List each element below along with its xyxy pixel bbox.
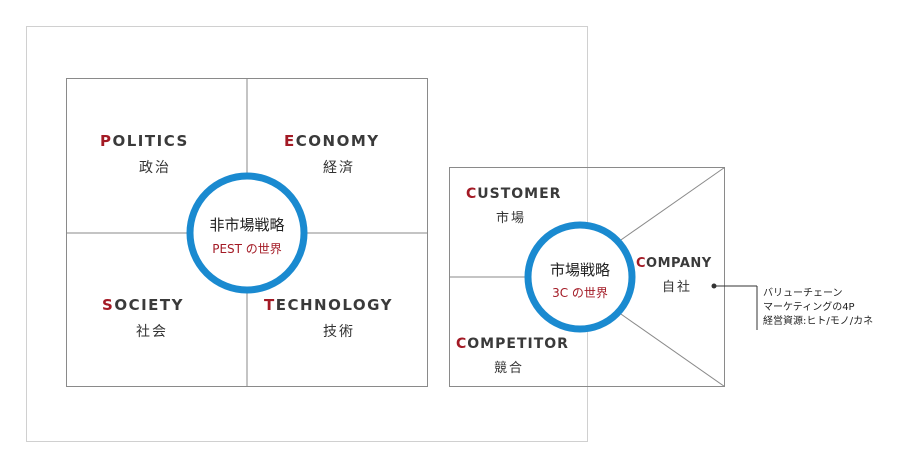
technology-label: TECHNOLOGY [264,296,393,314]
pest-circle [186,172,308,294]
company-note-line1: バリューチェーン [763,288,843,299]
economy-label: ECONOMY [284,132,380,150]
customer-ja-label: 市場 [496,211,527,226]
company-ja-label: 自社 [662,280,693,295]
society-label-group: SOCIETY 社会 [102,296,202,341]
politics-label: POLITICS [100,132,189,150]
company-label-group: COMPANY 自社 [636,256,726,295]
pest-center-title: 非市場戦略 [209,216,285,234]
competitor-ja-label: 競合 [494,361,525,376]
company-note-line3: 経営資源:ヒト/モノ/カネ [763,316,874,327]
technology-label-group: TECHNOLOGY 技術 [264,296,414,341]
customer-label-group: CUSTOMER 市場 [466,186,576,226]
customer-label: CUSTOMER [466,186,562,202]
threec-center-subtitle: 3C の世界 [552,286,608,300]
pest-center-text: 非市場戦略 PEST の世界 [187,214,307,257]
economy-label-group: ECONOMY 経済 [284,132,394,177]
company-label: COMPANY [636,256,712,271]
society-ja-label: 社会 [136,324,168,340]
politics-ja-label: 政治 [139,160,171,176]
threec-center-text: 市場戦略 3C の世界 [530,259,630,301]
pest-center-subtitle: PEST の世界 [212,242,282,256]
threec-center-title: 市場戦略 [549,261,610,279]
society-label: SOCIETY [102,296,184,314]
technology-ja-label: 技術 [323,324,355,340]
company-note: バリューチェーン マーケティングの4P 経営資源:ヒト/モノ/カネ [763,287,873,329]
threec-upper-diagonal [617,167,725,243]
threec-lower-diagonal [617,311,725,387]
competitor-label: COMPETITOR [456,336,569,352]
competitor-label-group: COMPETITOR 競合 [456,336,576,376]
company-note-line2: マーケティングの4P [763,302,855,313]
politics-label-group: POLITICS 政治 [100,132,210,177]
threec-circle [524,221,636,333]
economy-ja-label: 経済 [323,160,355,176]
